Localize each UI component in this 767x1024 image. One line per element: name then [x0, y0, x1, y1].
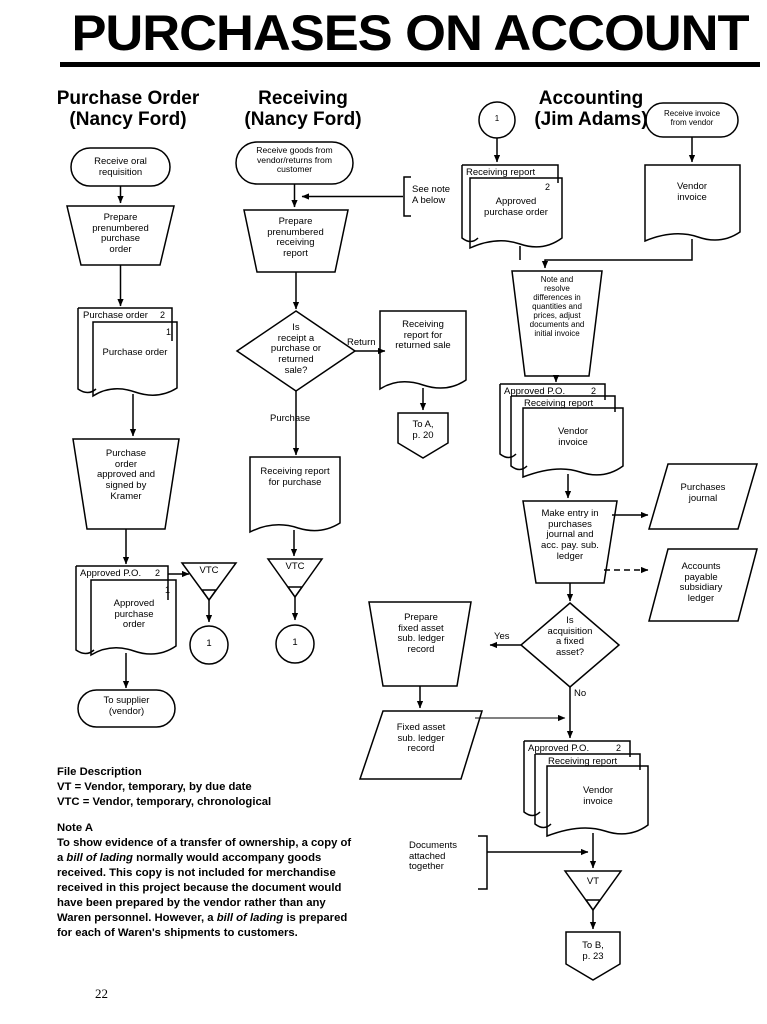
shape-offpage-to-b — [565, 931, 621, 981]
shape-terminal-receive-goods — [235, 141, 354, 185]
note-a-line-2-a: a — [57, 852, 67, 865]
note-a-line-7: for each of Waren's shipments to custome… — [57, 927, 298, 940]
note-a-line-5: have been prepared by the vendor rather … — [57, 897, 326, 910]
shape-doc-approved-po-front — [90, 579, 177, 657]
shape-doc-purchase-order-front — [92, 321, 178, 398]
note-a-heading: Note A — [57, 822, 93, 835]
shape-connector-1-po — [189, 625, 229, 665]
shape-doc-stack2-back2 — [510, 395, 616, 471]
shape-doc-rr-returned-sale — [379, 310, 467, 391]
note-a-line-6-b: is prepared — [283, 912, 348, 925]
title-underline — [60, 62, 760, 67]
column-header-line2: (Nancy Ford) — [69, 109, 187, 131]
column-header-line1: Receiving — [258, 88, 348, 109]
note-a-line-4: received in this project because the doc… — [57, 882, 342, 895]
shape-terminal-to-supplier — [77, 689, 176, 728]
shape-file-vtc-receiving — [266, 558, 324, 599]
shape-parallelogram-ap-subsidiary-ledger — [648, 548, 758, 622]
shape-process-make-entry — [522, 500, 618, 584]
branch-purchase-label: Purchase — [270, 413, 311, 424]
doc-stack3-back1-label: Approved P.O. — [528, 743, 590, 754]
shape-doc-vendor-invoice-top — [644, 164, 741, 243]
page-title: PURCHASES ON ACCOUNT — [71, 5, 749, 61]
doc-receiving-report-back-label: Receiving report — [466, 167, 536, 178]
note-a-line-6-em: bill of lading — [216, 912, 284, 925]
note-a-line-2-b: normally would accompany goods — [132, 852, 322, 865]
page-number: 22 — [95, 986, 108, 1001]
shape-doc-stack3-front — [546, 765, 649, 838]
doc-approved-po-back-copy-number: 2 — [155, 568, 161, 578]
shape-doc-stack3-back1 — [523, 740, 631, 817]
shape-parallelogram-fixed-asset-ledger — [358, 710, 484, 780]
file-description-heading: File Description — [57, 766, 142, 778]
file-description-vt: VT = Vendor, temporary, by due date — [57, 781, 252, 794]
shape-process-po-approved — [72, 438, 180, 530]
title-block: PURCHASES ON ACCOUNT — [60, 8, 760, 67]
note-a-line-6-a: Waren personnel. However, a — [57, 912, 217, 925]
doc-approved-po-back-label: Approved P.O. — [80, 568, 142, 579]
shape-process-prepare-po — [66, 205, 175, 266]
shape-parallelogram-purchases-journal — [647, 463, 759, 530]
shape-file-vtc-po — [180, 562, 238, 602]
doc-purchase-order-back-copy-number: 2 — [160, 310, 166, 320]
shape-doc-approved-po-back — [75, 565, 169, 655]
shape-process-prepare-fixed-asset — [368, 601, 472, 687]
doc-stack2-back1-copy-number: 2 — [591, 386, 597, 396]
shape-documents-attached-bracket — [478, 835, 488, 890]
column-header-line2: (Nancy Ford) — [244, 109, 362, 131]
column-header-line2: (Jim Adams) — [534, 109, 648, 131]
column-header-purchase-order: Purchase Order (Nancy Ford) — [48, 88, 208, 131]
notes-block: File Description VT = Vendor, temporary,… — [57, 765, 377, 941]
shape-offpage-to-a — [397, 412, 449, 459]
column-header-line1: Accounting — [538, 88, 644, 109]
shape-process-note-resolve — [511, 270, 603, 377]
doc-approved-po-acct-copy-number: 2 — [545, 182, 551, 192]
shape-doc-stack2-front — [522, 407, 624, 479]
shape-file-vt — [563, 870, 623, 912]
shape-note-bracket — [403, 176, 411, 217]
note-a-line-2: a bill of lading normally would accompan… — [57, 851, 377, 866]
column-header-receiving: Receiving (Nancy Ford) — [228, 88, 378, 131]
shape-terminal-receive-oral-requisition — [70, 147, 171, 187]
shape-connector-1-receiving — [275, 624, 315, 664]
shape-decision-receipt-type — [235, 310, 357, 392]
doc-stack2-back1-label: Approved P.O. — [504, 386, 566, 397]
branch-no-label: No — [574, 688, 587, 699]
shape-doc-purchase-order-back — [77, 307, 173, 394]
doc-stack3-back2-label: Receiving report — [548, 756, 618, 767]
branch-yes-label: Yes — [494, 631, 510, 642]
shape-terminal-receive-invoice — [645, 102, 739, 138]
note-a-line-3: received. This copy is not included for … — [57, 867, 336, 880]
doc-approved-po-front-copy-number: 1 — [165, 585, 171, 595]
doc-purchase-order-front-copy-number: 1 — [166, 327, 172, 337]
column-header-line1: Purchase Order — [56, 88, 200, 109]
connector-join-to-note-resolve — [541, 239, 693, 269]
doc-purchase-order-back-label: Purchase order — [83, 310, 148, 321]
file-description-vtc: VTC = Vendor, temporary, chronological — [57, 796, 272, 809]
shape-doc-approved-po-acct — [469, 177, 563, 250]
note-a-line-2-em: bill of lading — [66, 852, 133, 865]
shape-doc-stack3-back2 — [534, 753, 641, 829]
note-a-line-1: To show evidence of a transfer of owners… — [57, 837, 352, 850]
notes-spacer — [57, 810, 377, 821]
branch-return-label: Return — [347, 337, 376, 348]
column-header-accounting: Accounting (Jim Adams) — [516, 88, 666, 131]
doc-stack2-back2-label: Receiving report — [524, 398, 594, 409]
shape-connector-1-accounting — [478, 101, 516, 139]
shape-doc-stack2-back1 — [499, 383, 606, 459]
note-a-line-6: Waren personnel. However, a bill of ladi… — [57, 911, 377, 926]
doc-stack3-back1-copy-number: 2 — [616, 743, 622, 753]
shape-decision-fixed-asset — [519, 602, 621, 688]
shape-process-prepare-rr — [243, 209, 349, 273]
shape-doc-rr-for-purchase — [249, 456, 341, 534]
